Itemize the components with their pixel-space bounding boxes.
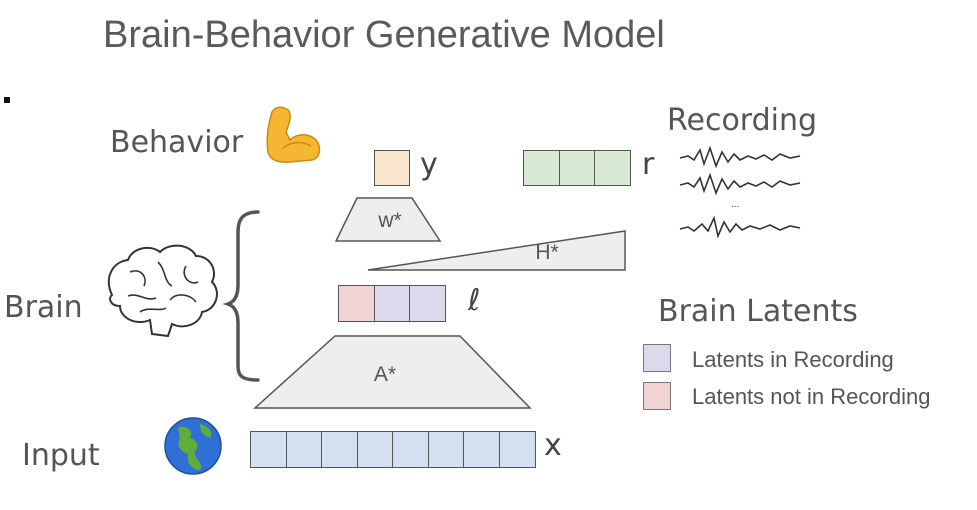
- behavior-cell: [374, 150, 410, 186]
- input-label: Input: [22, 438, 100, 473]
- h-map-label: H*: [535, 241, 558, 264]
- brain-label: Brain: [4, 290, 83, 325]
- w-map-label: w*: [377, 209, 401, 232]
- input-cell: [356, 431, 394, 468]
- y-variable-label: y: [420, 147, 438, 182]
- legend-title: Brain Latents: [658, 294, 858, 329]
- recording-cell: [523, 150, 560, 186]
- neural-trace-icon: [679, 145, 801, 239]
- recording-cell: [558, 150, 596, 186]
- h-map-wedge: [367, 230, 626, 271]
- w-map-trapezoid: [334, 197, 442, 242]
- legend-swatch-in-recording: [643, 344, 671, 372]
- legend-label-not-in-recording: Latents not in Recording: [692, 384, 931, 409]
- latent-in-recording-cell: [409, 285, 446, 322]
- brain-icon: [107, 244, 218, 338]
- recording-ellipsis: ...: [731, 199, 740, 210]
- globe-americas-icon: [164, 417, 222, 475]
- page-title: Brain-Behavior Generative Model: [103, 14, 665, 56]
- input-cell: [463, 431, 500, 468]
- latent-vector: [338, 285, 446, 322]
- r-variable-label: r: [642, 147, 655, 182]
- behavior-vector: [374, 150, 410, 186]
- input-cell: [285, 431, 323, 468]
- input-vector: [250, 431, 536, 468]
- flexed-biceps-icon: [266, 106, 321, 163]
- input-cell: [392, 431, 429, 468]
- latent-not-in-recording-cell: [338, 285, 375, 322]
- input-cell: [321, 431, 358, 468]
- curly-brace-icon: [222, 210, 260, 382]
- latent-in-recording-cell: [373, 285, 411, 322]
- recording-cell: [594, 150, 631, 186]
- recording-label: Recording: [667, 103, 818, 138]
- recording-vector: [523, 150, 631, 186]
- a-map-trapezoid: [253, 335, 532, 409]
- legend-label-in-recording: Latents in Recording: [692, 347, 894, 372]
- bullet-dot: [4, 97, 10, 103]
- input-cell: [427, 431, 465, 468]
- a-map-label: A*: [374, 363, 396, 386]
- l-variable-label: ℓ: [468, 283, 481, 318]
- x-variable-label: x: [544, 428, 562, 463]
- input-cell: [250, 431, 287, 468]
- legend-swatch-not-in-recording: [643, 382, 671, 410]
- input-cell: [498, 431, 536, 468]
- behavior-label: Behavior: [110, 125, 244, 160]
